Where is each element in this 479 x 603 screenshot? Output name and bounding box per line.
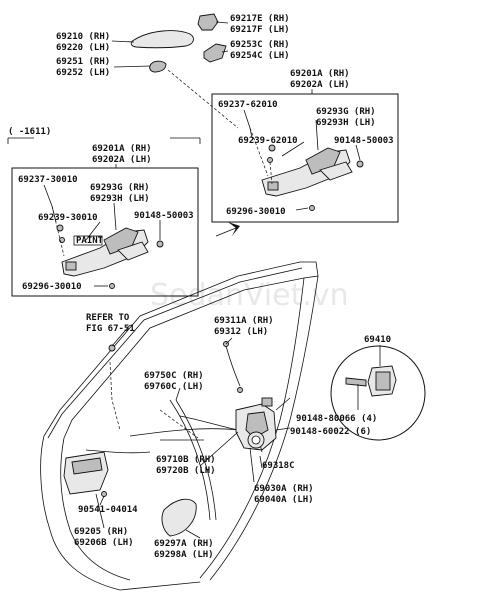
clip-icon [108, 344, 116, 352]
refer-to-label: REFER TO [86, 313, 130, 323]
label-69750c: 69750C (RH) [144, 371, 204, 381]
frame-box-right [211, 93, 399, 223]
label-69760c: 69760C (LH) [144, 382, 204, 392]
label-69410: 69410 [364, 335, 391, 345]
date-range-label: ( -1611) [8, 127, 51, 137]
label-69312: 69312 (LH) [214, 327, 268, 337]
label-69296-right: 69296-30010 [226, 207, 286, 217]
door-internals [63, 341, 243, 537]
label-69298a: 69298A (LH) [154, 550, 214, 560]
label-69239-left: 69239-30010 [38, 213, 98, 223]
label-90148-60022: 90148-60022 (6) [290, 427, 371, 437]
label-69040a: 69040A (LH) [254, 495, 314, 505]
inner-handle [63, 451, 109, 495]
frame-box-left [11, 167, 199, 297]
label-69252: 69252 (LH) [56, 68, 110, 78]
label-69201a-right: 69201A (RH) [290, 69, 350, 79]
direction-arrow [215, 227, 237, 237]
outer-door-handle [130, 30, 194, 49]
label-69318c: 69318C [262, 461, 295, 471]
handle-frame-left [43, 184, 164, 289]
cover-pad [161, 498, 197, 537]
fig-reference-label: FIG 67-51 [86, 324, 135, 334]
label-69296-left: 69296-30010 [22, 282, 82, 292]
label-69217f: 69217F (LH) [230, 25, 290, 35]
label-69297a: 69297A (RH) [154, 539, 214, 549]
label-69030a: 69030A (RH) [254, 484, 314, 494]
handle-cover-rh [203, 43, 227, 63]
label-69201a-left: 69201A (RH) [92, 144, 152, 154]
label-90541: 90541-04014 [78, 505, 138, 515]
handle-pad [149, 60, 167, 73]
label-69202a-right: 69202A (LH) [290, 80, 350, 90]
label-69293g-left: 69293G (RH) [90, 183, 150, 193]
label-69206b: 69206B (LH) [74, 538, 134, 548]
label-69293g-right: 69293G (RH) [316, 107, 376, 117]
label-69293h-left: 69293H (LH) [90, 194, 150, 204]
label-90148-left: 90148-50003 [134, 211, 194, 221]
label-69217e: 69217E (RH) [230, 14, 290, 24]
label-69293h-right: 69293H (LH) [316, 118, 376, 128]
handle-frame-right [243, 109, 364, 211]
label-69720b: 69720B (LH) [156, 466, 216, 476]
screw-icon [101, 491, 107, 497]
label-69202a-left: 69202A (LH) [92, 155, 152, 165]
striker-detail-circle [330, 345, 426, 441]
label-69237-right: 69237-62010 [218, 100, 278, 110]
door-striker [345, 345, 397, 410]
label-69210: 69210 (RH) [56, 32, 110, 42]
label-69311a: 69311A (RH) [214, 316, 274, 326]
label-90148-right: 90148-50003 [334, 136, 394, 146]
label-69239-right: 69239-62010 [238, 136, 298, 146]
label-69237-left: 69237-30010 [18, 175, 78, 185]
label-69254c: 69254C (LH) [230, 51, 290, 61]
label-69710b: 69710B (RH) [156, 455, 216, 465]
label-69220: 69220 (LH) [56, 43, 110, 53]
label-69251: 69251 (RH) [56, 57, 110, 67]
outer-handle-group [111, 13, 239, 129]
arrow-head-icon [228, 222, 240, 236]
door-outline [40, 261, 319, 591]
door-lock [235, 397, 291, 453]
label-69205: 69205 (RH) [74, 527, 128, 537]
handle-cap-rh [197, 13, 219, 31]
label-90148-80066: 90148-80066 (4) [296, 414, 377, 424]
paint-label: PAINT [76, 236, 104, 246]
label-69253c: 69253C (RH) [230, 40, 290, 50]
